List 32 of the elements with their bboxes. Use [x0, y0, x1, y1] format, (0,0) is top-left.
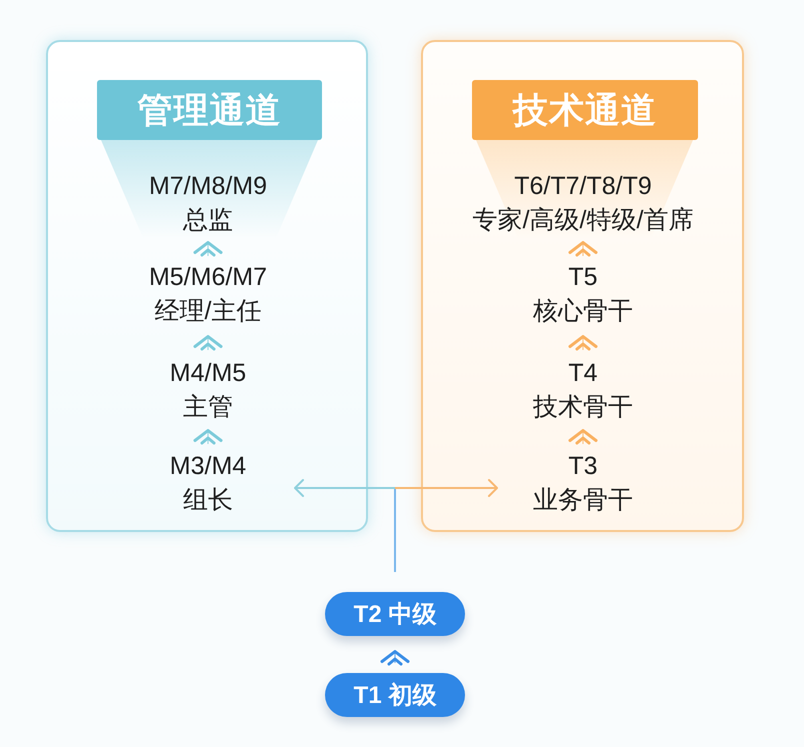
grade-code: M5/M6/M7 — [148, 262, 268, 293]
double-chevron-arrow — [380, 650, 410, 666]
channel-banner: 管理通道 — [97, 80, 322, 140]
double-chevron-arrow — [193, 428, 223, 445]
double-chevron-arrow — [193, 240, 223, 257]
grade-code: T3 — [568, 451, 598, 482]
grade-code: T6/T7/T8/T9 — [514, 171, 652, 202]
grade-code: T4 — [568, 358, 598, 389]
arrow — [294, 479, 395, 497]
job-title: 总监 — [183, 205, 233, 236]
job-title: 主管 — [183, 392, 233, 423]
arrow — [395, 479, 498, 497]
grade-code: M3/M4 — [170, 451, 246, 482]
job-title: 经理/主任 — [154, 296, 262, 327]
double-chevron-arrow — [193, 334, 223, 351]
double-chevron-arrow — [568, 334, 598, 351]
grade-code: T5 — [568, 262, 598, 293]
channel-banner: 技术通道 — [472, 80, 698, 140]
job-title: 核心骨干 — [533, 296, 633, 327]
double-chevron-arrow — [568, 428, 598, 445]
job-title: 专家/高级/特级/首席 — [472, 205, 694, 236]
job-title: 业务骨干 — [533, 485, 633, 516]
channel-panel — [421, 40, 744, 532]
job-title: 技术骨干 — [533, 392, 633, 423]
connector-line — [394, 488, 396, 572]
grade-code: M7/M8/M9 — [148, 171, 268, 202]
channel-panel — [46, 40, 368, 532]
level-pill: T2 中级 — [325, 592, 465, 636]
double-chevron-arrow — [568, 240, 598, 257]
job-title: 组长 — [183, 485, 233, 516]
level-pill: T1 初级 — [325, 673, 465, 717]
grade-code: M4/M5 — [170, 358, 246, 389]
